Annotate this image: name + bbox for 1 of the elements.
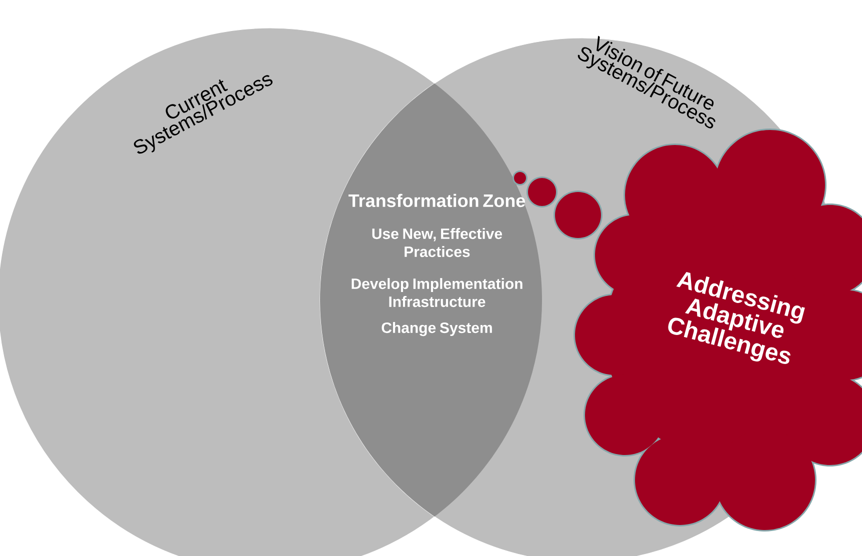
overlap-zone: Transformation Zone Use New, Effective Practices Develop Implementation Infrastructure Change System <box>348 194 526 336</box>
